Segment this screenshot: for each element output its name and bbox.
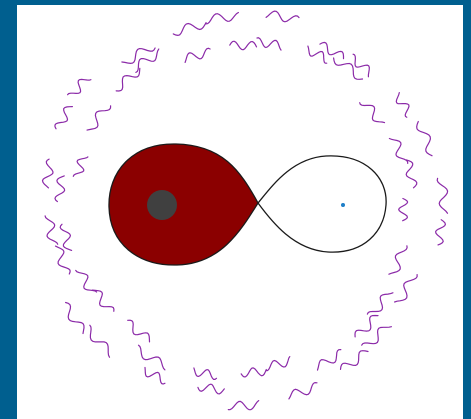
companion-point xyxy=(341,203,345,207)
ring-squiggle xyxy=(241,368,266,377)
ring-squiggle xyxy=(73,157,88,176)
ring-squiggle xyxy=(139,345,165,370)
ring-squiggle xyxy=(45,216,58,244)
ring-squiggle xyxy=(266,11,299,22)
ring-squiggle xyxy=(437,178,447,213)
ring-squiggle xyxy=(399,199,408,221)
ring-squiggle xyxy=(266,357,290,371)
ring-squiggle xyxy=(68,79,91,94)
ring-squiggle xyxy=(289,383,317,399)
ring-squiggle xyxy=(396,93,409,118)
empty-roche-lobe xyxy=(258,156,386,252)
ring-squiggle xyxy=(341,351,369,370)
ring-squiggle xyxy=(194,368,217,379)
accretor-star xyxy=(147,190,177,220)
ring-squiggle xyxy=(367,293,393,314)
ring-squiggle xyxy=(206,13,239,24)
ring-squiggle xyxy=(389,139,407,164)
ring-squiggle xyxy=(173,23,206,36)
ring-squiggle xyxy=(389,246,407,274)
filled-roche-lobe xyxy=(109,144,258,265)
ring-squiggle xyxy=(60,224,71,250)
ring-squiggle xyxy=(87,106,111,130)
ring-squiggle xyxy=(353,54,369,77)
ring-squiggle xyxy=(56,246,71,274)
ring-squiggle xyxy=(76,270,97,292)
ring-squiggle xyxy=(228,401,258,410)
ring-squiggle xyxy=(355,316,378,337)
ring-squiggle xyxy=(128,320,150,342)
ring-squiggle xyxy=(55,176,65,202)
ring-squiggle xyxy=(185,48,210,62)
ring-squiggle xyxy=(66,303,84,334)
ring-squiggle xyxy=(334,58,363,79)
ring-squiggle xyxy=(145,368,165,385)
ring-squiggle xyxy=(257,38,281,50)
ring-squiggle xyxy=(360,103,385,123)
ring-squiggle xyxy=(198,384,224,394)
ring-squiggle xyxy=(318,350,341,371)
ring-squiggle xyxy=(90,325,110,357)
ring-squiggle xyxy=(55,107,72,129)
ring-squiggle xyxy=(230,41,257,50)
ring-squiggle xyxy=(43,159,54,188)
ring-squiggle xyxy=(417,122,432,156)
ring-squiggle xyxy=(93,290,114,311)
ring-squiggle xyxy=(436,220,446,245)
ring-squiggle xyxy=(308,46,327,63)
ring-squiggle xyxy=(406,160,417,188)
ring-squiggle xyxy=(362,327,392,345)
ring-squiggle xyxy=(395,275,418,302)
